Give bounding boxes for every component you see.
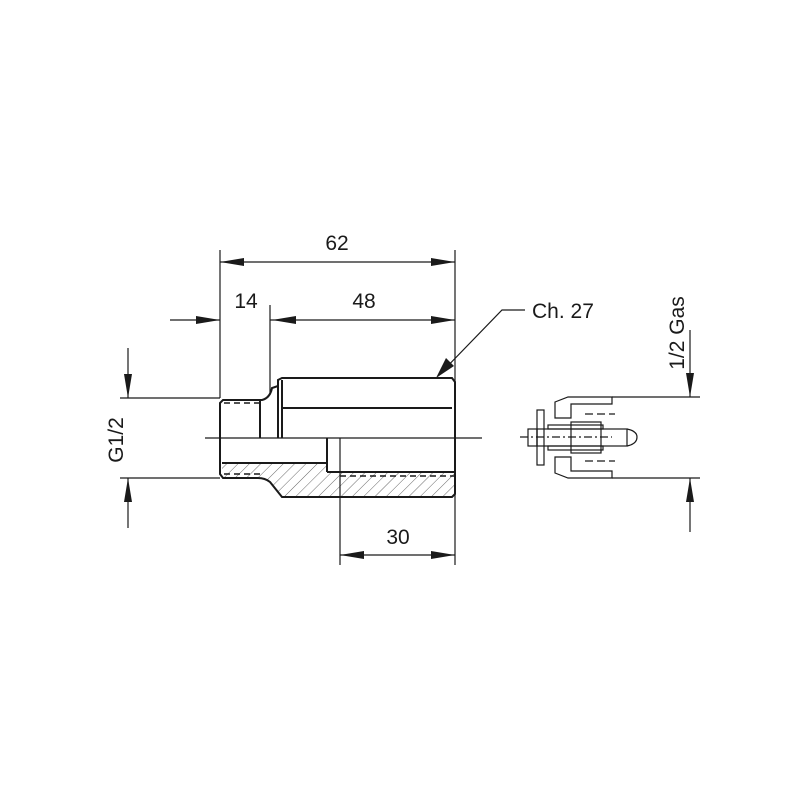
dimension-label-30: 30 bbox=[386, 526, 409, 549]
male-thread-label: G1/2 bbox=[105, 417, 128, 463]
hex-size-leader: Ch. 27 bbox=[436, 300, 594, 378]
dimension-14-48: 14 48 bbox=[170, 290, 455, 395]
dimension-label-14: 14 bbox=[234, 290, 258, 313]
dimension-g1-2: G1/2 bbox=[105, 348, 220, 528]
cap-detail bbox=[520, 396, 638, 479]
hex-size-label: Ch. 27 bbox=[532, 300, 594, 323]
dimension-30: 30 bbox=[340, 526, 455, 559]
dimension-1-2-gas: 1/2 Gas bbox=[612, 296, 700, 532]
female-thread-label: 1/2 Gas bbox=[666, 296, 689, 370]
adapter-fitting bbox=[205, 377, 482, 565]
dimension-62: 62 bbox=[219, 232, 456, 565]
dimension-label-48: 48 bbox=[352, 290, 375, 313]
dimension-label-62: 62 bbox=[325, 232, 348, 255]
